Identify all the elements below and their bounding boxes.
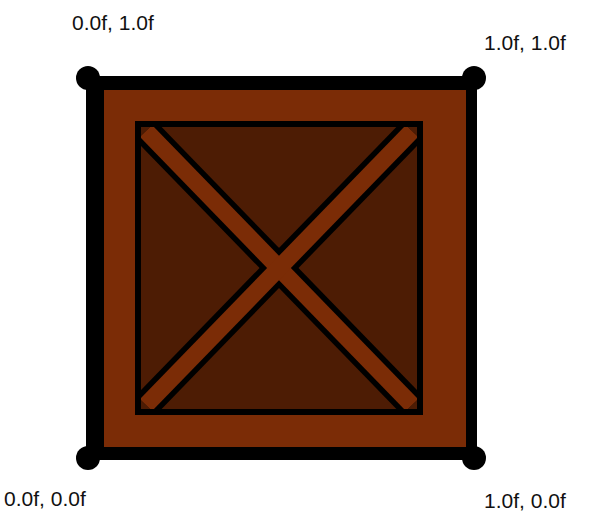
corner-dot — [76, 66, 100, 90]
crate-board — [104, 90, 466, 447]
corner-dot — [462, 66, 486, 90]
corner-dot — [76, 446, 100, 470]
crate-cross — [146, 131, 412, 405]
texture-coordinate: 0.0f, 0.0f — [4, 486, 86, 511]
corner-dot — [462, 446, 486, 470]
crate-panel — [138, 124, 420, 412]
texture-coordinate: 1.0f, 0.0f — [484, 488, 566, 513]
texture-coordinate: 0.0f, 1.0f — [72, 10, 154, 35]
texture-coordinate: 1.0f, 1.0f — [484, 30, 566, 55]
crate-frame — [86, 76, 477, 460]
